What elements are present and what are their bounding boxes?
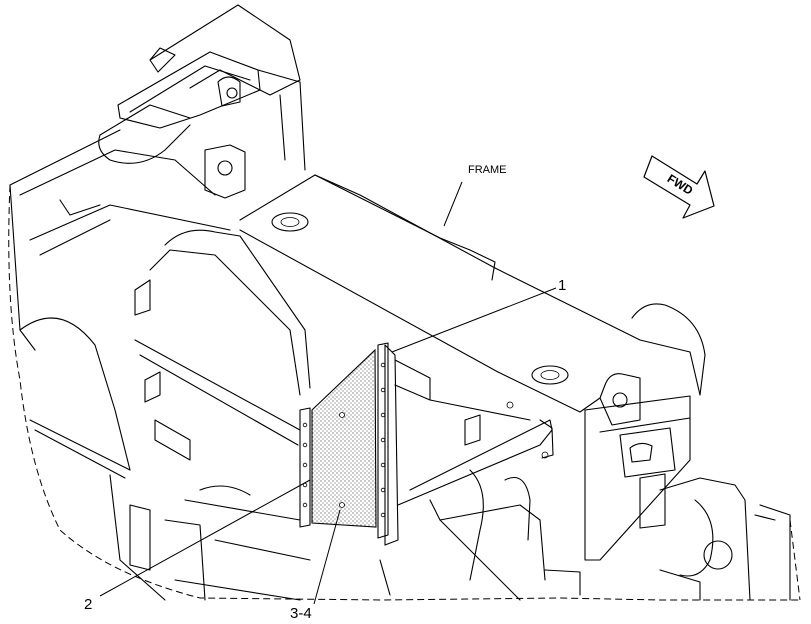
callout-1-leader bbox=[391, 287, 557, 353]
insulation-pad bbox=[311, 348, 377, 528]
leader-lines bbox=[99, 181, 557, 605]
lower-cross-member bbox=[379, 344, 581, 601]
mounting-flange-left bbox=[299, 407, 311, 528]
callout-2: 2 bbox=[84, 596, 92, 613]
callout-3-4: 3-4 bbox=[290, 605, 312, 622]
frame-leader bbox=[443, 181, 463, 227]
mounting-flange-right bbox=[377, 342, 389, 539]
upper-hitch-assembly bbox=[9, 4, 306, 199]
callout-1: 1 bbox=[558, 277, 566, 294]
left-housing bbox=[9, 184, 311, 601]
retainer-upper bbox=[339, 412, 345, 418]
outline-dashed bbox=[8, 184, 801, 601]
frame-label: FRAME bbox=[468, 164, 507, 176]
retainer-lower bbox=[339, 502, 345, 508]
main-frame-rail bbox=[239, 174, 706, 561]
callout-2-leader bbox=[99, 479, 311, 597]
shield-plate-assembly bbox=[299, 342, 389, 539]
callout-3-4-leader bbox=[313, 509, 341, 605]
right-bracket bbox=[659, 477, 791, 601]
fwd-arrow-icon: FWD bbox=[643, 155, 715, 219]
